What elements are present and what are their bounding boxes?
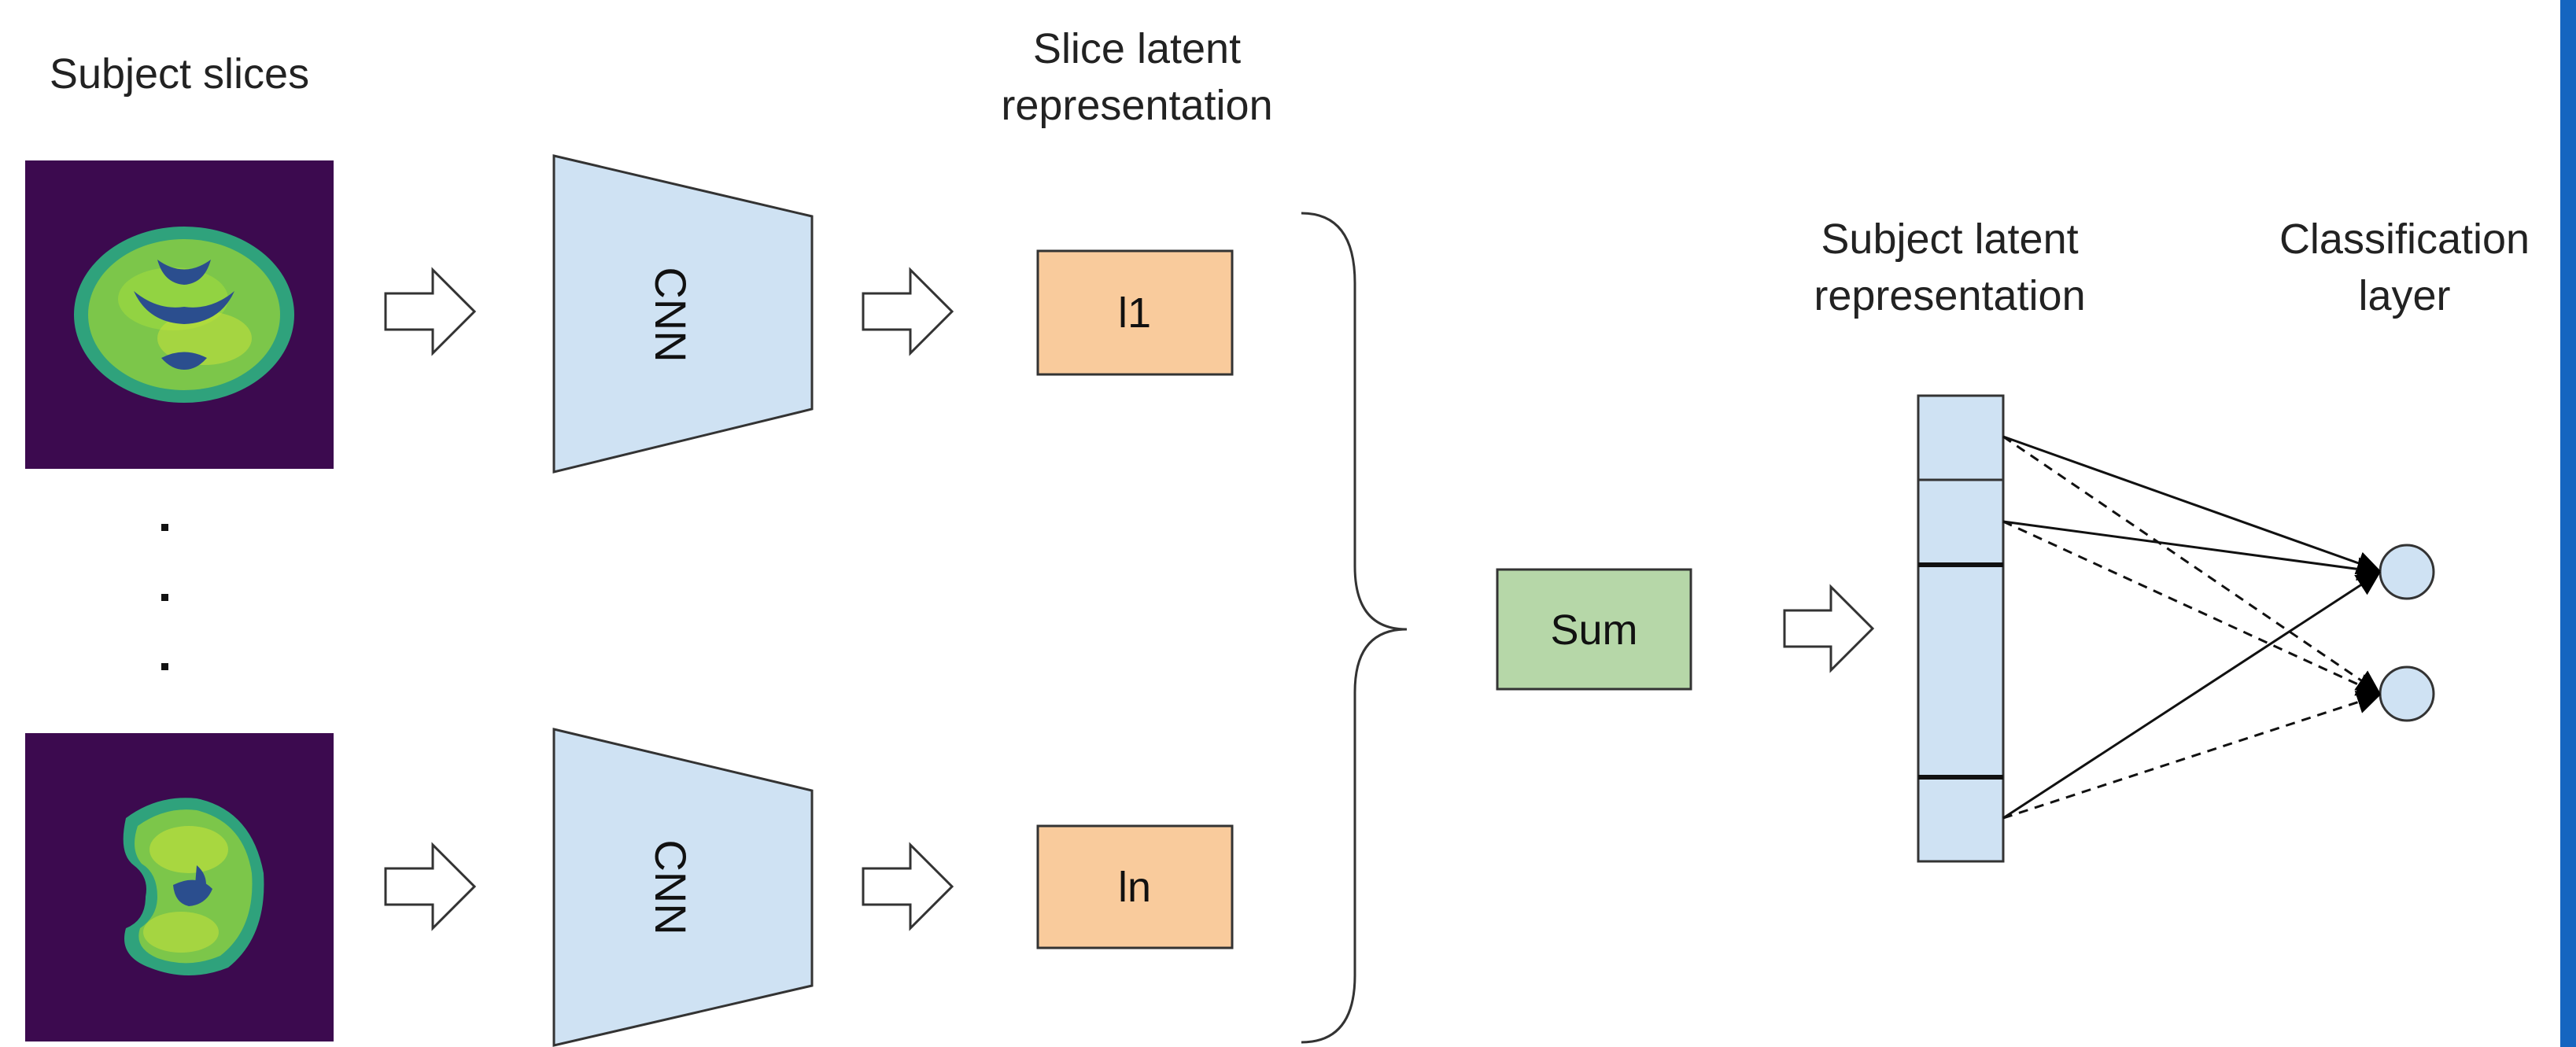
latent-box-l1 <box>1036 249 1234 376</box>
latent-box-ln <box>1036 824 1234 949</box>
class-node-2 <box>2379 665 2435 722</box>
subject-latent-vector <box>1917 394 2005 863</box>
classification-layer-label-line1: Classification <box>2279 216 2530 263</box>
sum-label: Sum <box>1550 606 1637 654</box>
cnn-encoder-bottom <box>552 728 814 1047</box>
subject-slices-label: Subject slices <box>50 50 309 98</box>
grouping-brace <box>1301 212 1408 1044</box>
image-to-cnn-arrow-bottom <box>384 842 477 931</box>
latent-label-ln: ln <box>1118 864 1151 911</box>
right-border <box>2560 0 2576 1047</box>
slice-latent-label-line2: representation <box>1001 82 1272 129</box>
image-to-cnn-arrow-top <box>384 267 477 356</box>
cnn-to-latent-arrow-top <box>862 267 954 356</box>
connection-dashed-2 <box>2002 520 2381 696</box>
cnn-encoder-top <box>552 154 814 474</box>
subject-latent-label-line1: Subject latent <box>1821 216 2078 263</box>
connection-dashed-3 <box>2002 691 2381 820</box>
vertical-ellipsis <box>161 524 168 670</box>
cnn-label-top: CNN <box>646 267 696 362</box>
latent-label-l1: l1 <box>1118 289 1151 337</box>
sum-to-vector-arrow <box>1783 584 1875 673</box>
brain-slice-image-bottom <box>25 733 334 1041</box>
connection-solid-2 <box>2002 520 2381 581</box>
cnn-label-bottom: CNN <box>646 839 696 935</box>
slice-latent-label-line1: Slice latent <box>1033 25 1241 72</box>
subject-latent-label-line2: representation <box>1814 272 2085 319</box>
connection-solid-3 <box>2002 572 2381 820</box>
class-node-1 <box>2379 544 2435 600</box>
connection-solid-1 <box>2002 435 2381 575</box>
classification-layer-label-line2: layer <box>2358 272 2450 319</box>
cnn-to-latent-arrow-bottom <box>862 842 954 931</box>
brain-slice-image-top <box>25 160 334 469</box>
sum-box <box>1496 568 1692 691</box>
